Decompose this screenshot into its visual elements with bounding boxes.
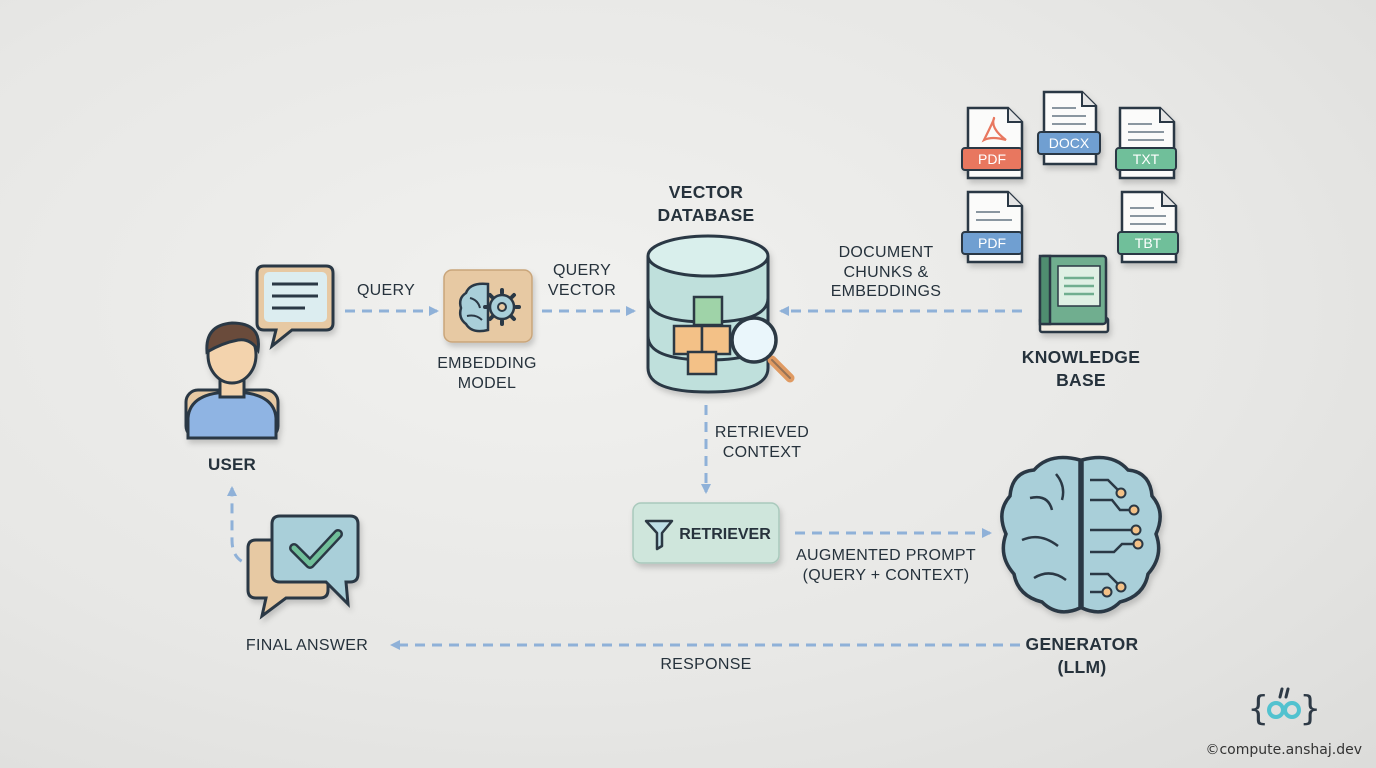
knowledge-base-label-1: KNOWLEDGE <box>1022 347 1140 367</box>
file-docx-icon: DOCX <box>1037 90 1101 166</box>
file-label-pdf: PDF <box>978 151 1006 167</box>
generator-node: GENERATOR (LLM) <box>1000 455 1162 677</box>
data-cubes-icon <box>672 295 732 376</box>
retriever-label: RETRIEVER <box>679 526 771 543</box>
user-node: USER <box>184 264 335 474</box>
generator-label-1: GENERATOR <box>1026 634 1139 654</box>
file-pdf-blue-icon: PDF <box>961 190 1024 264</box>
user-label: USER <box>208 455 256 474</box>
logo-icon: { } <box>1248 687 1320 729</box>
knowledge-base-label-2: BASE <box>1056 370 1106 390</box>
final-answer-node: FINAL ANSWER <box>246 514 368 654</box>
edge-label-document-1: DOCUMENT <box>839 244 934 261</box>
edge-label-query: QUERY <box>357 282 415 299</box>
query-chat-icon <box>255 264 335 350</box>
edge-label-response: RESPONSE <box>660 656 751 673</box>
file-tbt-icon: TBT <box>1117 190 1179 264</box>
magnifier-icon <box>730 316 795 383</box>
embedding-model-icon <box>443 269 533 343</box>
edge-label-query-vector-2: VECTOR <box>548 282 616 299</box>
vector-database-node: VECTOR DATABASE <box>646 182 795 394</box>
embedding-model-node: EMBEDDING MODEL <box>437 269 537 392</box>
final-answer-label: FINAL ANSWER <box>246 637 368 654</box>
retriever-node: RETRIEVER <box>632 502 780 564</box>
edge-label-document-3: EMBEDDINGS <box>831 283 942 300</box>
vector-database-label-2: DATABASE <box>657 205 754 225</box>
knowledge-files: PDF DOCX TXT PDF <box>961 90 1179 390</box>
file-label-pdf-2: PDF <box>978 235 1006 251</box>
vector-database-label-1: VECTOR <box>669 182 743 202</box>
svg-text:}: } <box>1300 689 1320 729</box>
arrows <box>227 306 1022 650</box>
edge-labels: QUERY QUERY VECTOR DOCUMENT CHUNKS & EMB… <box>357 244 976 673</box>
edge-label-augmented-2: (QUERY + CONTEXT) <box>803 567 970 584</box>
generator-label-2: (LLM) <box>1057 657 1106 677</box>
edge-label-augmented-1: AUGMENTED PROMPT <box>796 547 976 564</box>
embedding-model-label-1: EMBEDDING <box>437 355 537 372</box>
edge-label-retrieved-2: CONTEXT <box>723 444 802 461</box>
edge-label-retrieved-1: RETRIEVED <box>715 424 809 441</box>
credit-text: ©compute.anshaj.dev <box>1205 742 1362 758</box>
file-label-txt: TXT <box>1133 151 1160 167</box>
final-answer-chat-icon <box>246 514 360 620</box>
database-icon <box>646 234 770 394</box>
file-pdf-icon: PDF <box>961 106 1024 180</box>
edge-label-document-2: CHUNKS & <box>843 264 928 281</box>
svg-text:{: { <box>1248 689 1268 729</box>
file-label-docx: DOCX <box>1049 135 1090 151</box>
edge-label-query-vector-1: QUERY <box>553 262 611 279</box>
file-txt-icon: TXT <box>1115 106 1177 180</box>
filter-icon <box>644 519 674 551</box>
brain-icon <box>1000 455 1162 614</box>
user-icon <box>184 321 280 440</box>
embedding-model-label-2: MODEL <box>458 375 516 392</box>
file-label-tbt: TBT <box>1135 235 1162 251</box>
book-icon <box>1038 254 1110 334</box>
